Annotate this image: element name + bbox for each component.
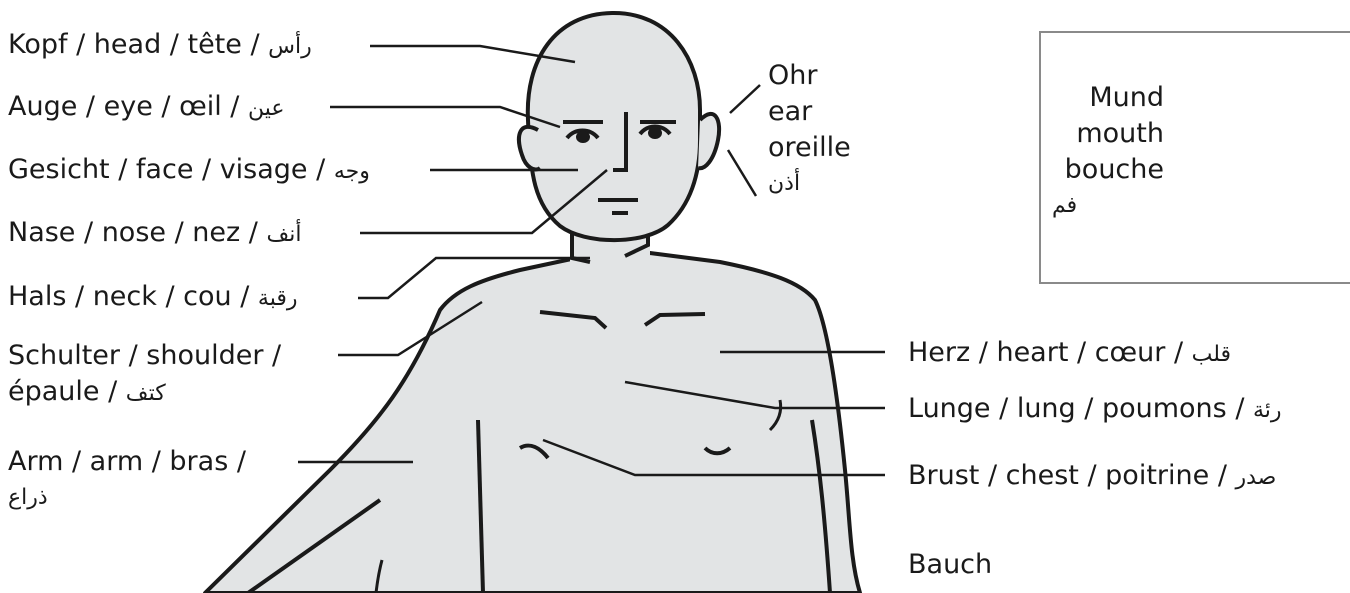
label-head: Kopf / head / tête / رأس <box>8 28 312 64</box>
label-face: Gesicht / face / visage / وجه <box>8 153 370 189</box>
label-lung: Lunge / lung / poumons / رئة <box>908 392 1282 428</box>
label-belly: Bauch <box>908 548 992 582</box>
label-mouth: Mund mouth bouche فم <box>1052 80 1164 224</box>
label-chest: Brust / chest / poitrine / صدر <box>908 459 1276 495</box>
label-ear: Ohr ear oreille أذن <box>768 58 851 202</box>
head-shape <box>528 13 700 240</box>
label-eye: Auge / eye / œil / عين <box>8 90 284 126</box>
label-shoulder: Schulter / shoulder / épaule / كتف <box>8 338 281 412</box>
left-ear <box>519 127 540 170</box>
torso-shape <box>205 253 860 593</box>
leader-ear-lower <box>728 150 756 196</box>
label-arm: Arm / arm / bras / ذراع <box>8 444 246 516</box>
leader-eye <box>330 107 560 127</box>
right-pupil <box>648 127 662 139</box>
label-neck: Hals / neck / cou / رقبة <box>8 280 298 316</box>
label-nose: Nase / nose / nez / أنف <box>8 216 301 252</box>
leader-ear-upper <box>730 85 760 113</box>
left-pupil <box>576 131 590 143</box>
label-heart: Herz / heart / cœur / قلب <box>908 336 1231 372</box>
right-ear <box>698 114 719 168</box>
